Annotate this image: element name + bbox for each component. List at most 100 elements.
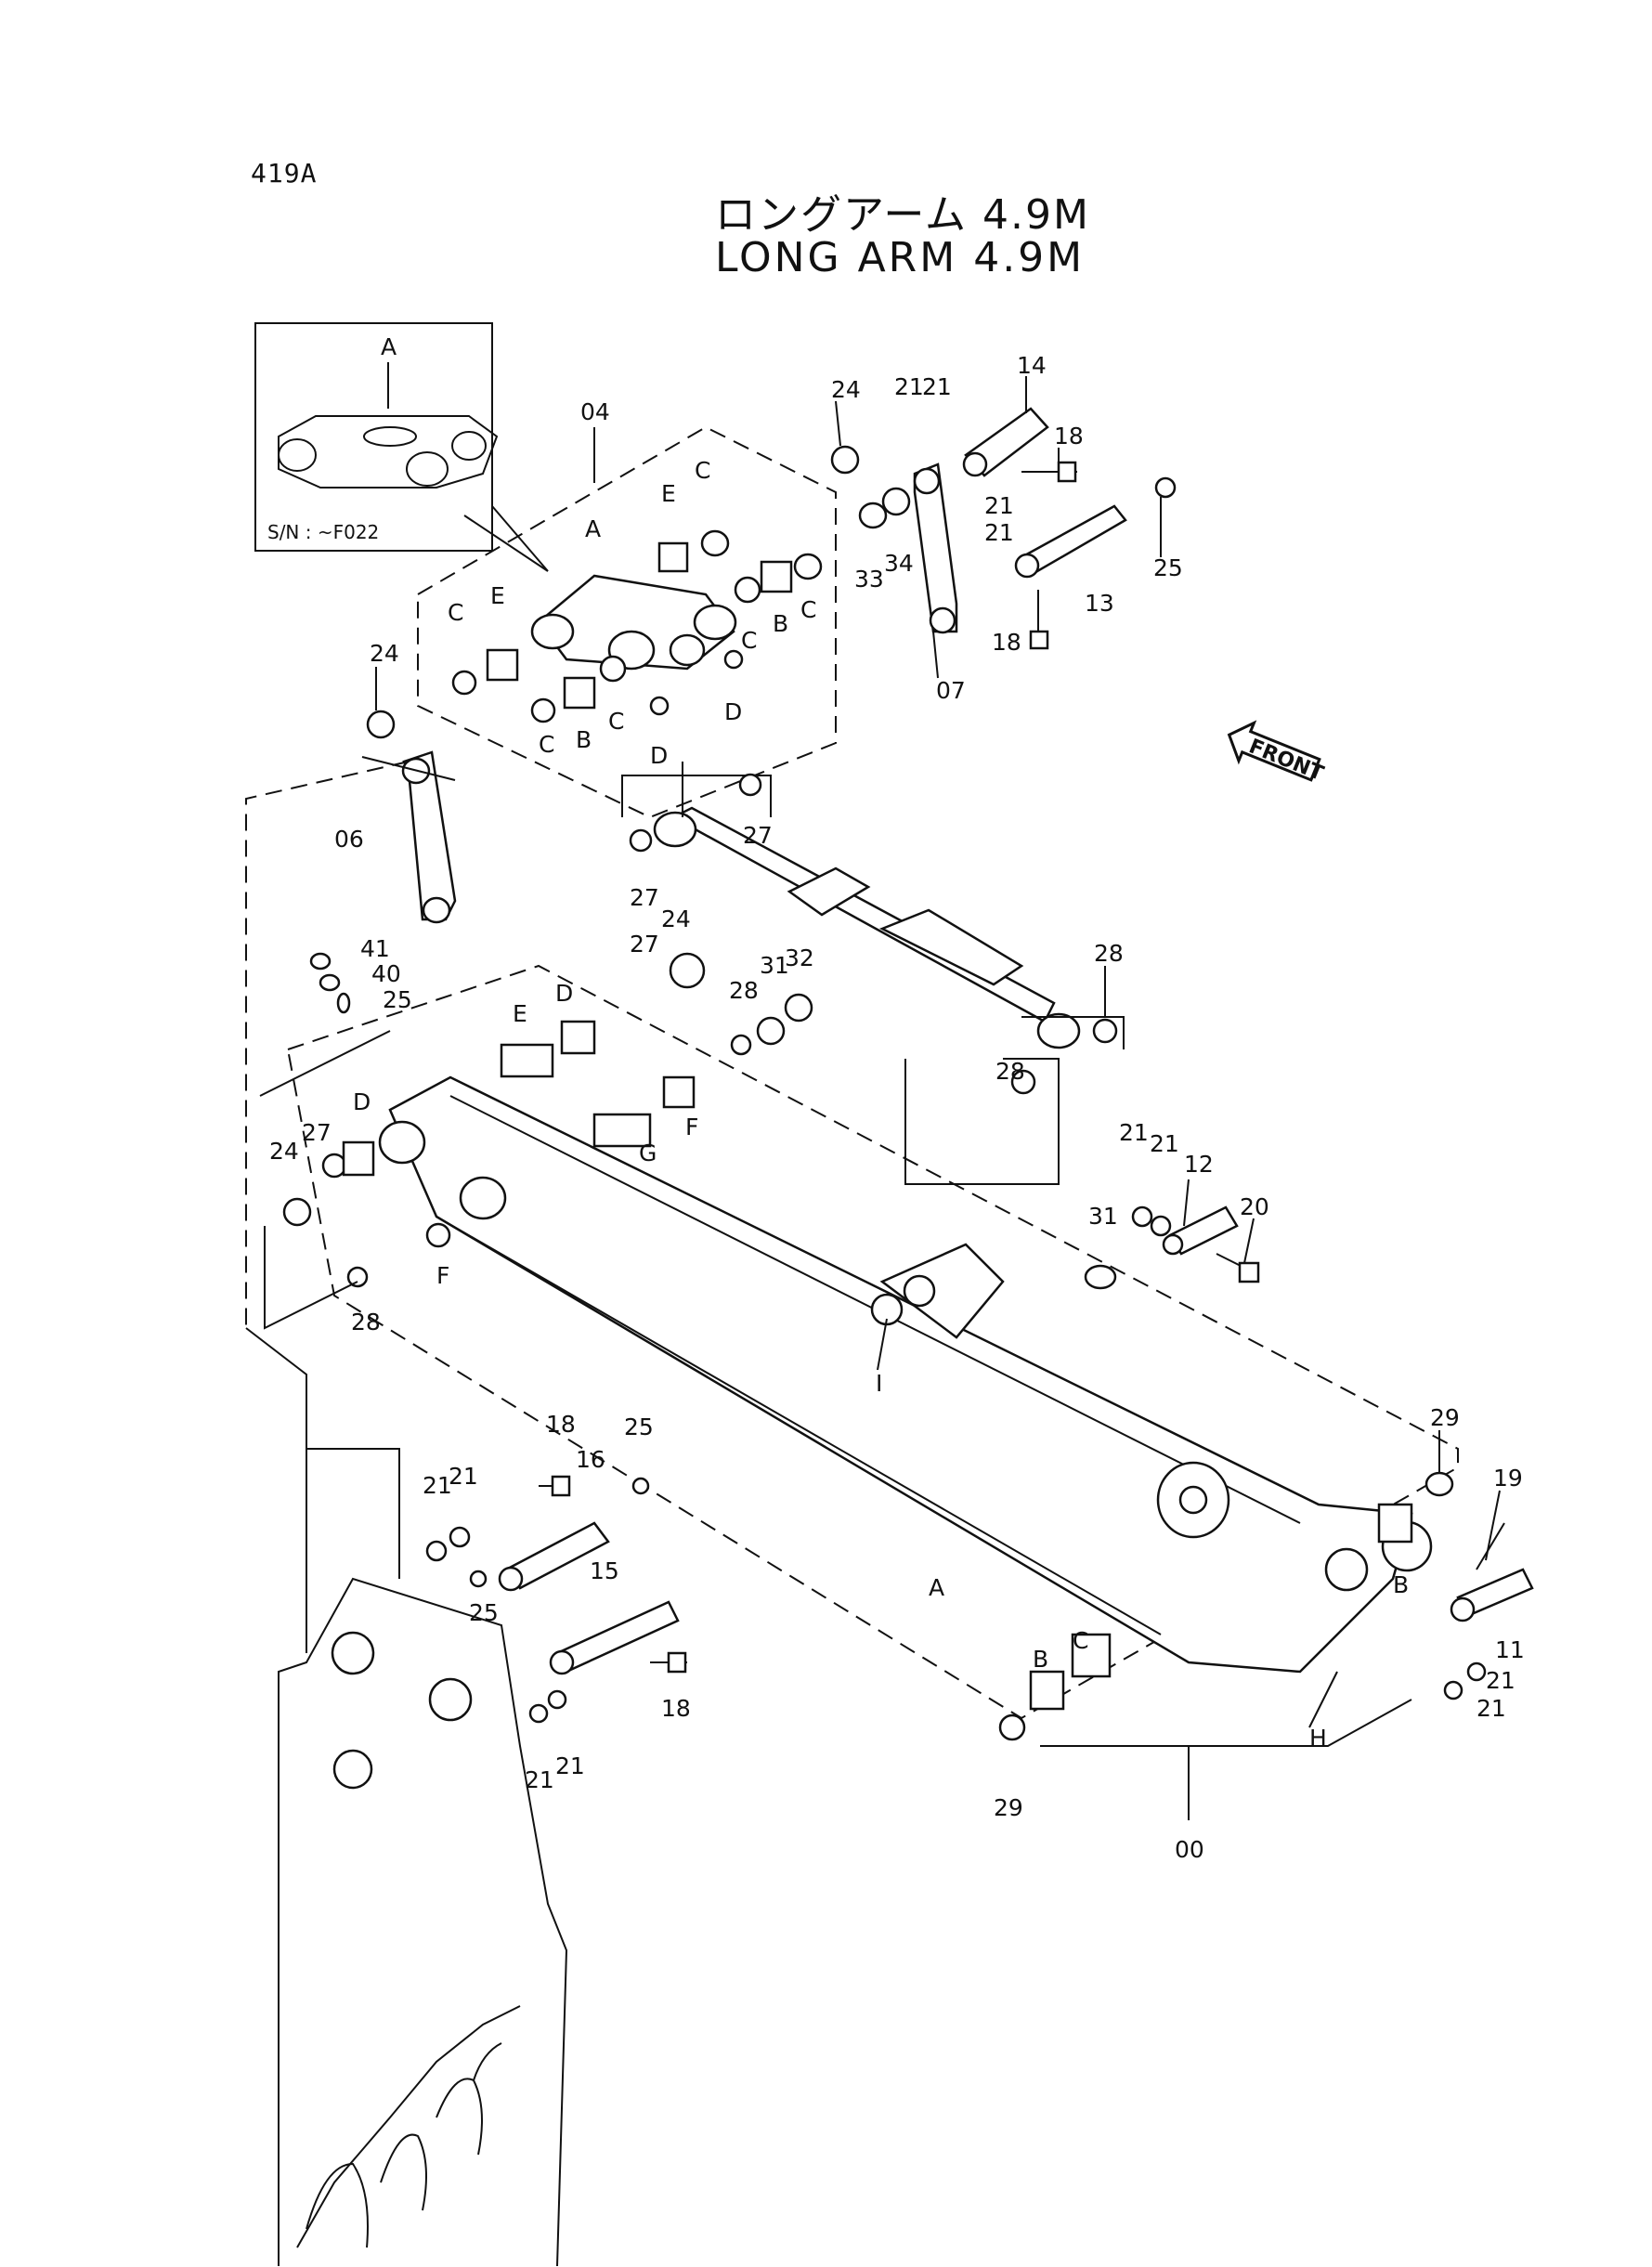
label-27: 27 <box>630 931 659 958</box>
arm-assembly-outline <box>286 964 1459 1720</box>
label-19: 19 <box>1493 1465 1523 1492</box>
label-21: 21 <box>555 1752 585 1779</box>
label-25: 25 <box>469 1599 499 1626</box>
inset-link-icon <box>278 415 499 489</box>
label-d: D <box>724 698 742 725</box>
pins-lower <box>425 1475 687 1724</box>
label-g: G <box>639 1140 657 1166</box>
label-31: 31 <box>760 952 789 979</box>
label-06: 06 <box>334 826 364 853</box>
label-18: 18 <box>661 1695 691 1722</box>
label-28: 28 <box>729 977 759 1004</box>
label-27: 27 <box>630 884 659 911</box>
label-16: 16 <box>576 1446 605 1473</box>
arm-body <box>378 1075 1433 1674</box>
bushings-left <box>282 1020 696 1288</box>
title-japanese: ロングアーム 4.9M <box>715 191 1090 239</box>
label-d: D <box>555 980 573 1007</box>
upper-link-a <box>530 574 737 671</box>
label-21: 21 <box>423 1472 452 1499</box>
label-a: A <box>585 515 601 542</box>
label-25: 25 <box>383 986 412 1013</box>
part-labels: 04 24 21 21 14 18 21 21 25 13 18 07 A E … <box>269 352 1525 1863</box>
label-24: 24 <box>831 376 861 403</box>
label-21: 21 <box>525 1766 554 1793</box>
label-c: C <box>448 599 463 626</box>
seals-cylinder <box>309 773 1118 1095</box>
label-21: 21 <box>922 373 952 400</box>
label-11: 11 <box>1495 1636 1525 1663</box>
label-e: E <box>490 582 505 609</box>
label-21: 21 <box>1486 1667 1515 1694</box>
inset-serial-note: S/N : ~F022 <box>267 521 379 543</box>
label-18: 18 <box>546 1411 576 1438</box>
label-34: 34 <box>884 550 914 577</box>
label-f: F <box>436 1262 449 1289</box>
label-i: I <box>876 1370 882 1397</box>
label-14: 14 <box>1017 352 1047 379</box>
label-d: D <box>353 1088 371 1115</box>
label-41: 41 <box>360 935 390 962</box>
label-24: 24 <box>370 640 399 667</box>
group-04-outline <box>417 425 837 819</box>
label-b: B <box>1033 1646 1048 1673</box>
inset-box: A S/N : ~F022 <box>254 322 549 572</box>
label-c: C <box>1073 1627 1088 1654</box>
label-31: 31 <box>1088 1203 1118 1230</box>
pins-right <box>998 1205 1534 1741</box>
label-28: 28 <box>351 1309 381 1335</box>
label-f: F <box>685 1114 698 1140</box>
label-40: 40 <box>371 960 401 987</box>
label-25: 25 <box>1153 554 1183 581</box>
label-c: C <box>539 731 554 758</box>
label-b: B <box>1393 1571 1409 1598</box>
label-24: 24 <box>661 905 691 932</box>
label-04: 04 <box>580 398 610 425</box>
label-e: E <box>513 1000 527 1027</box>
label-c: C <box>741 627 757 654</box>
link-07 <box>913 463 958 634</box>
label-32: 32 <box>785 945 814 971</box>
bushings-upper <box>366 445 911 739</box>
label-24: 24 <box>269 1138 299 1165</box>
label-15: 15 <box>590 1557 619 1584</box>
front-arrow-icon: FRONT <box>1227 720 1327 786</box>
label-21: 21 <box>1119 1119 1149 1146</box>
label-21: 21 <box>1150 1130 1179 1157</box>
front-label: FRONT <box>1245 735 1326 786</box>
label-21: 21 <box>1476 1695 1506 1722</box>
label-c: C <box>608 708 624 735</box>
label-c: C <box>695 457 710 484</box>
label-b: B <box>576 726 592 753</box>
label-18: 18 <box>1054 423 1084 449</box>
label-21: 21 <box>894 373 924 400</box>
label-27: 27 <box>302 1119 332 1146</box>
label-21: 21 <box>984 492 1014 519</box>
label-28: 28 <box>995 1058 1025 1085</box>
label-b: B <box>773 610 788 637</box>
label-07: 07 <box>936 677 966 704</box>
label-21: 21 <box>449 1463 478 1490</box>
label-h: H <box>1309 1725 1327 1752</box>
label-d: D <box>650 742 668 769</box>
label-12: 12 <box>1184 1151 1214 1178</box>
pin-13 <box>1014 476 1177 650</box>
label-18: 18 <box>992 629 1021 656</box>
page-code: 419A <box>251 158 318 189</box>
title-english: LONG ARM 4.9M <box>715 234 1086 281</box>
label-e: E <box>661 480 676 507</box>
label-27: 27 <box>743 822 773 849</box>
leader-lines <box>375 376 1501 1728</box>
label-13: 13 <box>1085 590 1114 617</box>
inset-label-a: A <box>381 333 397 360</box>
label-29: 29 <box>1430 1404 1460 1431</box>
bucket-cylinder <box>653 806 1081 1049</box>
label-33: 33 <box>854 566 884 593</box>
label-28: 28 <box>1094 940 1124 967</box>
bucket <box>278 1577 568 2267</box>
label-25: 25 <box>624 1414 654 1440</box>
label-a: A <box>929 1574 944 1601</box>
pin-14 <box>962 407 1077 483</box>
label-29: 29 <box>994 1794 1023 1821</box>
